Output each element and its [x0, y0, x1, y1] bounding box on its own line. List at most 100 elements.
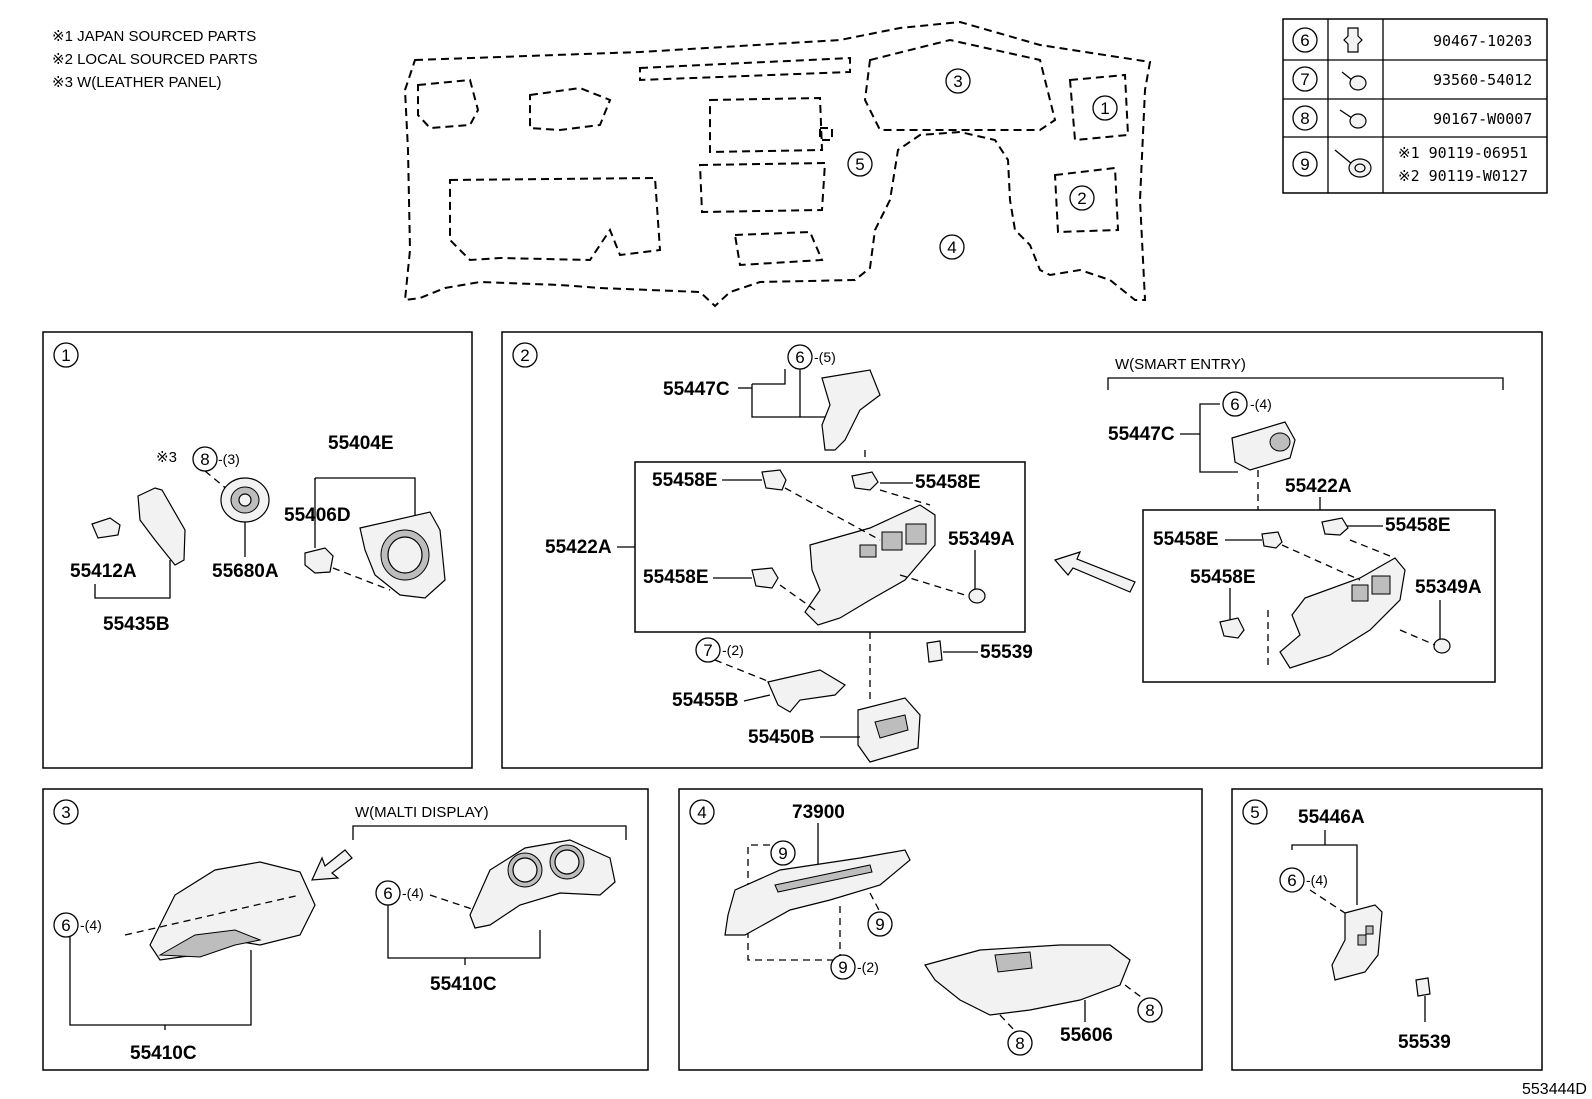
small-cap-part-b [1415, 977, 1431, 997]
panel-1: 1 ※3 8 -(3) 55404E 55406D 55412A 55680A … [42, 331, 473, 769]
part-55410C-a: 55410C [130, 1043, 197, 1064]
part-55435B: 55435B [103, 614, 170, 635]
ref-8-bottom: 8 [1015, 1034, 1024, 1053]
smart-entry-label: W(SMART ENTRY) [1115, 356, 1246, 373]
ref-6-right-qty: -(4) [402, 885, 424, 901]
bracket-part [91, 517, 121, 539]
table-ref-8 [1292, 105, 1318, 131]
svg-text:9: 9 [1300, 155, 1309, 174]
ref-6-qty: -(5) [814, 349, 836, 365]
note-leather-panel: ※3 W(LEATHER PANEL) [52, 74, 222, 91]
part-55458E-d: 55458E [1153, 529, 1219, 550]
svg-text:8: 8 [1300, 109, 1309, 128]
part-55447C: 55447C [663, 379, 730, 400]
table-part-7: 93560-54012 [1433, 71, 1532, 89]
part-55458E-e: 55458E [1385, 515, 1451, 536]
notes: ※1 JAPAN SOURCED PARTS ※2 LOCAL SOURCED … [52, 28, 258, 91]
lower-panel-part [724, 849, 911, 936]
part-55447C-b: 55447C [1108, 424, 1175, 445]
panel-5-id: 5 [1250, 803, 1259, 822]
figure-id: 553444D [1522, 1081, 1587, 1098]
clip-part [304, 547, 334, 574]
table-part-9-local: ※2 90119-W0127 [1398, 167, 1528, 185]
panel-5: 5 55446A 6 -(4) 55539 [1231, 788, 1543, 1071]
ref-8-right: 8 [1145, 1001, 1154, 1020]
svg-text:6: 6 [1300, 31, 1309, 50]
ref-6: 6 [795, 348, 804, 367]
upper-trim-part [821, 369, 881, 451]
smart-trim-part [1231, 421, 1296, 471]
part-55349A-b: 55349A [1415, 577, 1482, 598]
ref-6b: 6 [1230, 395, 1239, 414]
table-part-9-japan: ※1 90119-06951 [1398, 144, 1528, 162]
ref-9-c: 9 [838, 958, 847, 977]
ref-7-qty: -(2) [722, 642, 744, 658]
table-ref-7 [1292, 66, 1318, 92]
ref-8: 8 [200, 450, 209, 469]
ref-6-p5-qty: -(4) [1306, 872, 1328, 888]
part-55539-b: 55539 [1398, 1032, 1451, 1053]
part-55422A: 55422A [545, 537, 612, 558]
bolt-icon [1334, 149, 1372, 178]
leather-note-marker: ※3 [156, 449, 177, 466]
part-55446A: 55446A [1298, 807, 1365, 828]
svg-text:1: 1 [1100, 99, 1109, 118]
ref-6-right: 6 [383, 884, 392, 903]
panel-3: 3 W(MALTI DISPLAY) 6 -(4) 55410C 6 -(4) [42, 788, 649, 1071]
part-55458E-a: 55458E [652, 470, 718, 491]
table-ref-9 [1292, 151, 1318, 177]
note-japan-sourced: ※1 JAPAN SOURCED PARTS [52, 28, 256, 45]
ref-6b-qty: -(4) [1250, 396, 1272, 412]
screw-icon [1341, 71, 1367, 91]
ref-9-a: 9 [778, 844, 787, 863]
part-55458E-b: 55458E [915, 472, 981, 493]
screw-icon [1339, 109, 1367, 129]
part-55455B: 55455B [672, 690, 739, 711]
panel-2-id: 2 [520, 346, 529, 365]
part-55422A-b: 55422A [1285, 476, 1352, 497]
panel-4-id: 4 [697, 803, 706, 822]
grommet-part [968, 588, 986, 604]
ref-6-left: 6 [61, 916, 70, 935]
center-cluster-part [804, 504, 936, 626]
part-55539: 55539 [980, 642, 1033, 663]
overview-marker-2: 2 [1069, 185, 1095, 211]
note-local-sourced: ※2 LOCAL SOURCED PARTS [52, 51, 258, 68]
part-55458E-c: 55458E [643, 567, 709, 588]
part-55412A: 55412A [70, 561, 137, 582]
bracket-plate-part [767, 669, 846, 713]
part-55410C-b: 55410C [430, 974, 497, 995]
svg-text:2: 2 [1077, 189, 1086, 208]
arrow-icon [1053, 551, 1136, 593]
table-ref-6 [1292, 27, 1318, 53]
smart-cluster-part [1279, 557, 1406, 669]
overview-marker-5: 5 [847, 151, 873, 177]
panel-1-id: 1 [61, 346, 70, 365]
part-73900: 73900 [792, 802, 845, 823]
ref-6-p5: 6 [1287, 871, 1296, 890]
overview-marker-3: 3 [945, 68, 971, 94]
svg-text:7: 7 [1300, 70, 1309, 89]
clip-icon [1343, 27, 1363, 53]
part-55404E: 55404E [328, 433, 394, 454]
grommet-part-b [1433, 638, 1451, 654]
dashboard-overview: 1 2 3 4 5 [403, 20, 1152, 308]
part-55349A: 55349A [948, 529, 1015, 550]
small-cap-part [926, 640, 943, 663]
part-55606: 55606 [1060, 1025, 1113, 1046]
meter-hood-multi-part [469, 839, 616, 929]
bezel-part [359, 511, 446, 599]
multi-display-label: W(MALTI DISPLAY) [355, 804, 489, 821]
svg-text:4: 4 [947, 238, 956, 257]
svg-text:3: 3 [953, 72, 962, 91]
ref-9-c-qty: -(2) [857, 959, 879, 975]
table-part-8: 90167-W0007 [1433, 110, 1532, 128]
overview-marker-1: 1 [1092, 95, 1118, 121]
panel-2: 2 6 -(5) 55447C 55458E 55458E 55349A 554… [501, 331, 1543, 769]
part-55458E-f: 55458E [1190, 567, 1256, 588]
ref-9-b: 9 [875, 915, 884, 934]
arrow-icon [311, 849, 353, 881]
part-55680A: 55680A [212, 561, 279, 582]
ref-8-qty: -(3) [218, 451, 240, 467]
